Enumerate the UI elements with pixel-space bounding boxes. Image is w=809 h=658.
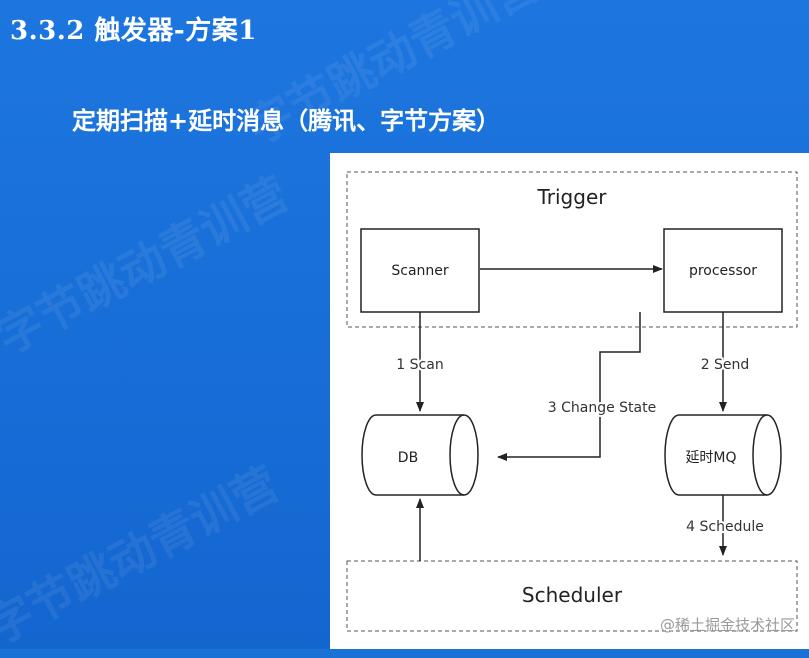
diagram-panel: Trigger Scanner processor DB 延时MQ bbox=[330, 153, 809, 649]
mq-cylinder bbox=[664, 414, 782, 496]
scan-label: 1 Scan bbox=[396, 357, 443, 373]
watermark: 字节跳动青训营 bbox=[0, 166, 298, 366]
db-label: DB bbox=[398, 450, 418, 466]
credit-text: @稀土掘金技术社区 bbox=[659, 616, 795, 634]
processor-box bbox=[663, 228, 783, 313]
change-state-arrow bbox=[497, 312, 641, 461]
processor-label: processor bbox=[689, 263, 757, 279]
schedule-label: 4 Schedule bbox=[686, 519, 764, 535]
scheduler-label: Scheduler bbox=[522, 583, 623, 607]
watermark: 字节跳动青训营 bbox=[0, 456, 288, 656]
trigger-group bbox=[346, 171, 798, 328]
architecture-diagram: Trigger Scanner processor DB 延时MQ bbox=[346, 171, 798, 632]
slide-title: 3.3.2 触发器-方案1 bbox=[10, 16, 257, 46]
scheduler-group bbox=[346, 560, 798, 632]
scanner-label: Scanner bbox=[391, 263, 449, 279]
slide-subtitle: 定期扫描+延时消息（腾讯、字节方案） bbox=[72, 107, 501, 135]
mq-label: 延时MQ bbox=[685, 450, 736, 466]
db-cylinder bbox=[361, 414, 479, 496]
change-state-label: 3 Change State bbox=[548, 400, 656, 416]
trigger-label: Trigger bbox=[537, 185, 608, 209]
send-label: 2 Send bbox=[701, 357, 750, 373]
